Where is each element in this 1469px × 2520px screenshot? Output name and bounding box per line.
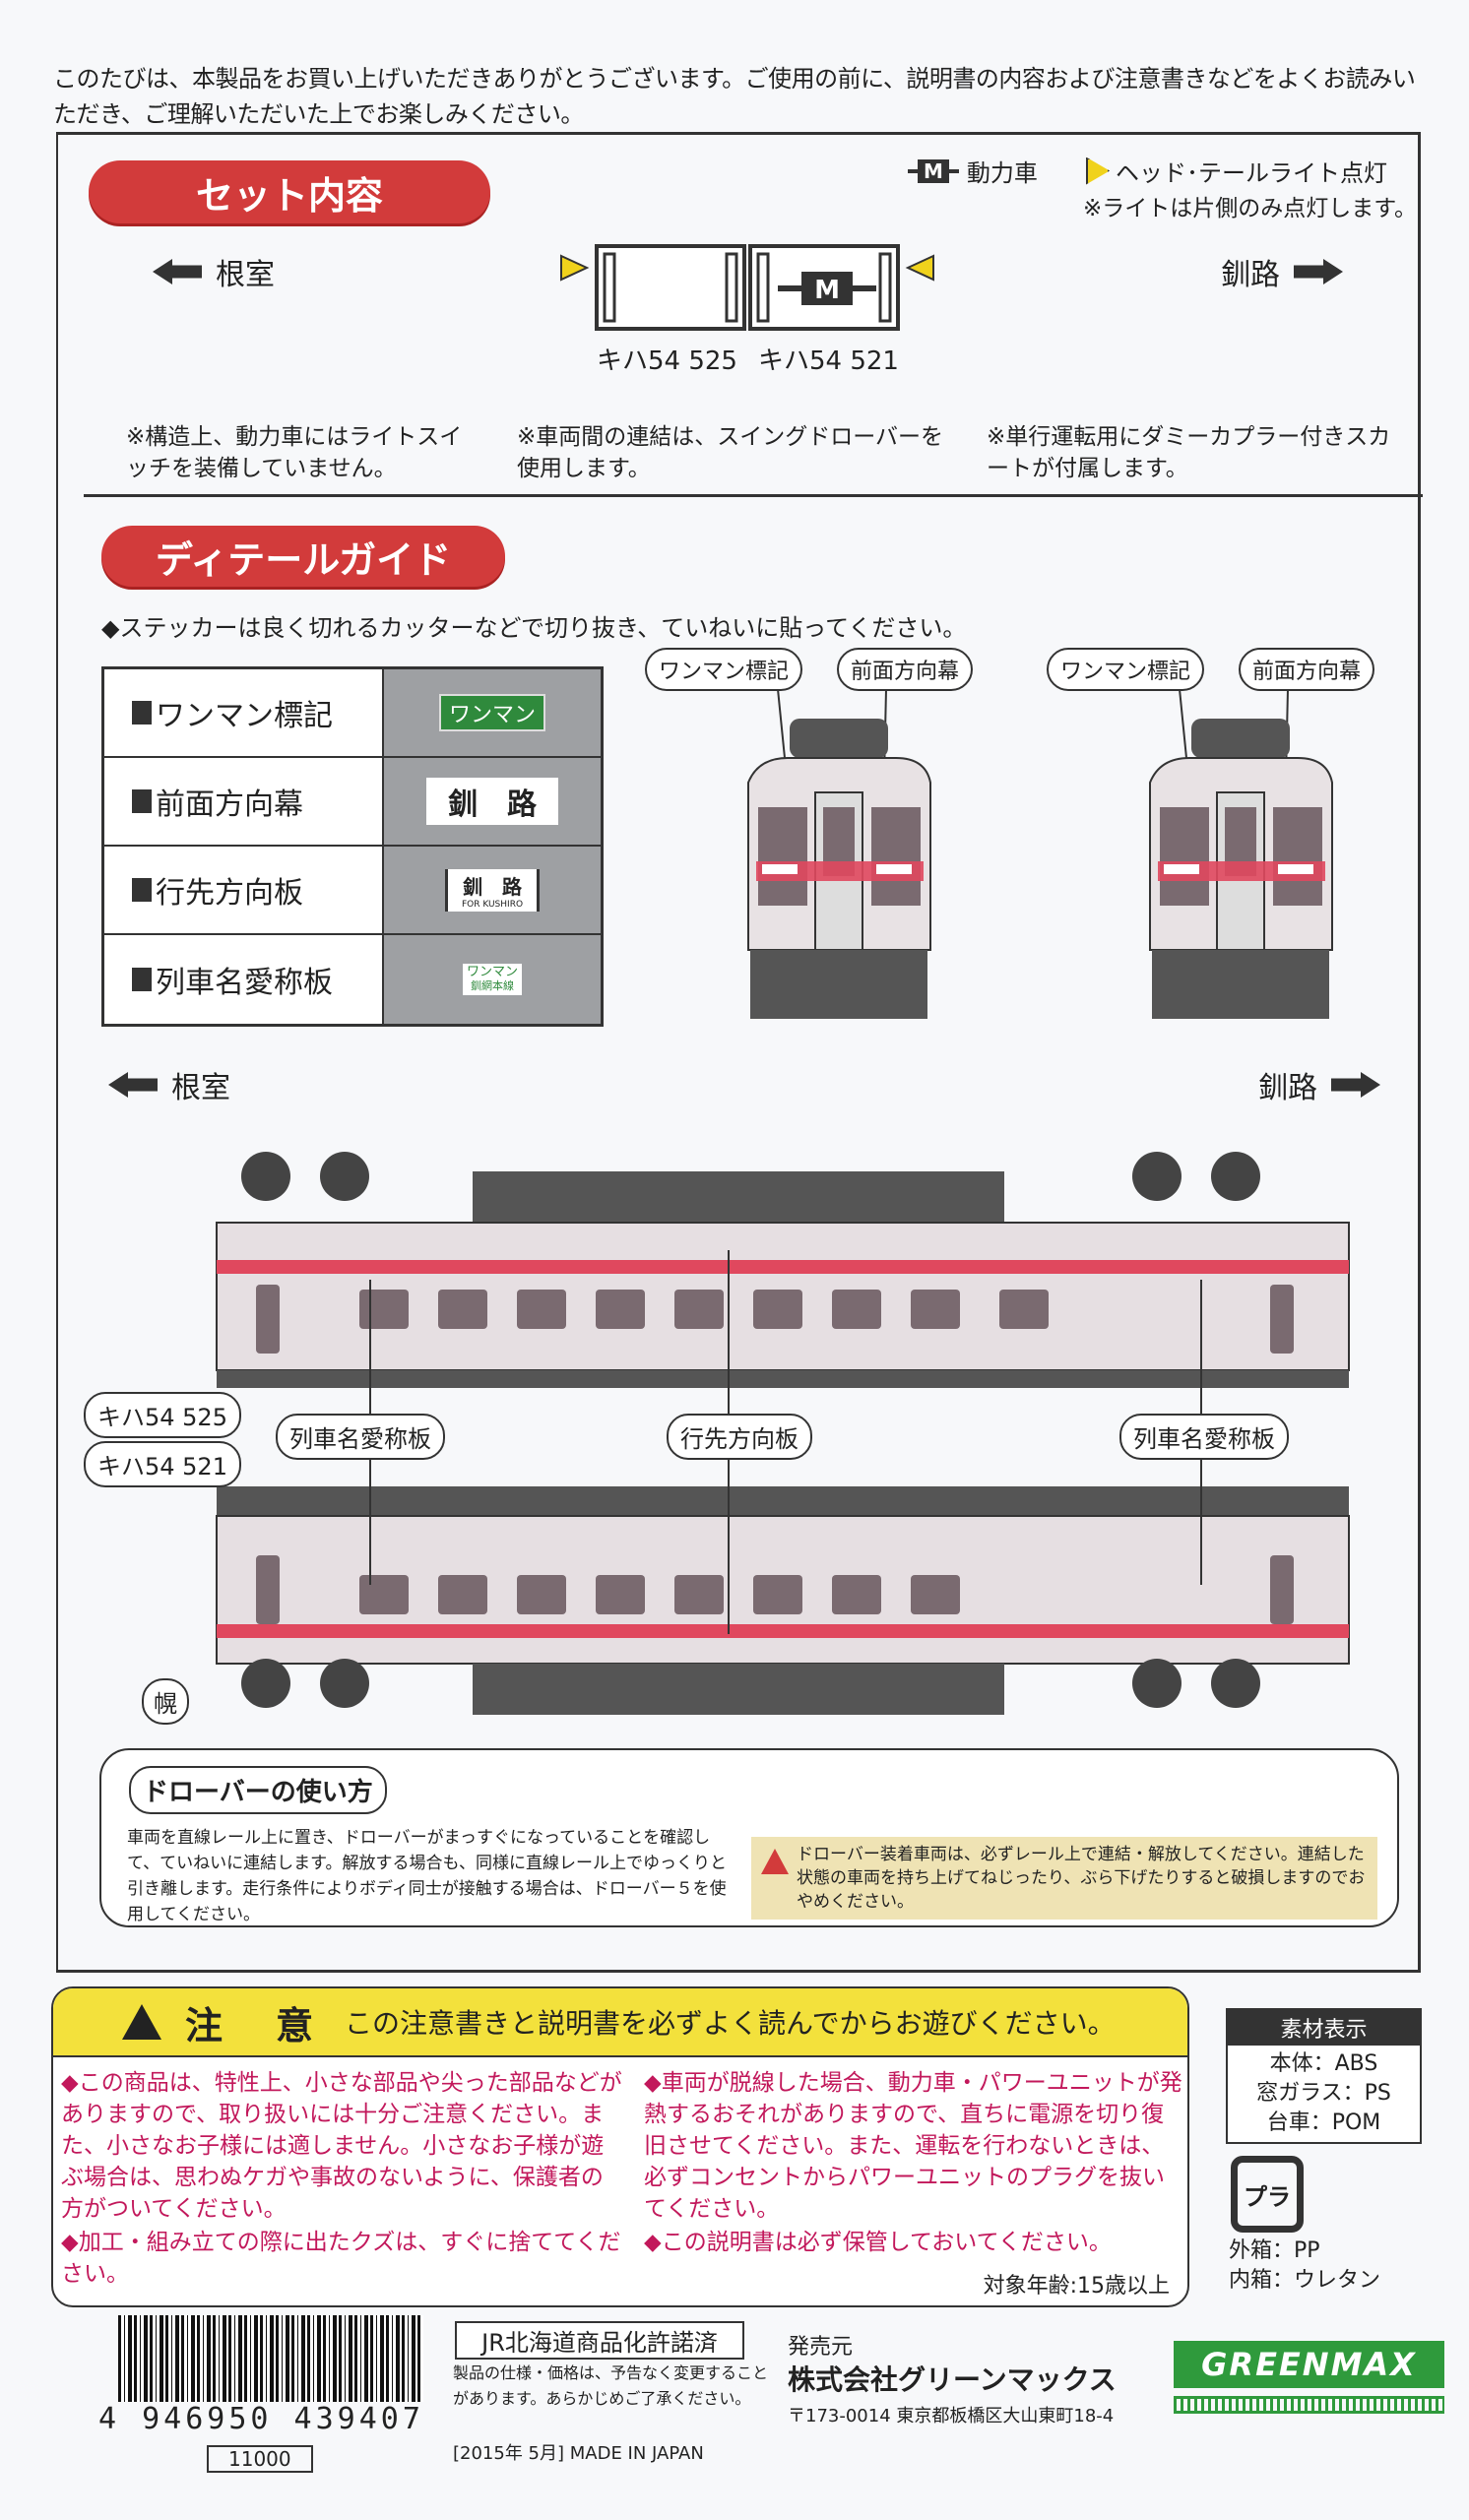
car-label-525: キハ54 525 xyxy=(84,1392,241,1438)
price-code: 11000 xyxy=(207,2445,313,2473)
target-age: 対象年齢:15歳以上 xyxy=(983,2274,1170,2299)
seller-label: 発売元 xyxy=(788,2335,854,2360)
caution-box: 注 意 この注意書きと説明書を必ずよく読んでからお遊びください。 ◆この商品は、… xyxy=(51,1986,1189,2307)
direction-left: 根室 xyxy=(153,250,275,293)
material-item: 窓ガラス：PS xyxy=(1256,2081,1391,2106)
detail-guide-title: ディテールガイド xyxy=(101,526,505,587)
callout-destination-board: 行先方向板 xyxy=(667,1414,812,1460)
car-label-521: キハ54 521 xyxy=(758,346,899,376)
sticker-wanman: ワンマン xyxy=(438,694,545,731)
materials-box: 素材表示 本体：ABS 窓ガラス：PS 台車：POM xyxy=(1226,2008,1422,2144)
license-notice: JR北海道商品化許諾済 xyxy=(455,2321,744,2360)
sticker-row: ワンマン標記ワンマン xyxy=(104,669,601,758)
side-views xyxy=(216,1152,1350,1715)
arrow-right-icon xyxy=(1331,1072,1380,1098)
drawbar-text: 車両を直線レール上に置き、ドローバーがまっすぐになっていることを確認して、ていね… xyxy=(127,1828,727,1924)
side-view-525 xyxy=(216,1152,1350,1437)
set-formation-diagram: M xyxy=(560,244,934,331)
callout-train-name-left: 列車名愛称板 xyxy=(276,1414,445,1460)
rail-track-icon xyxy=(1174,2396,1444,2414)
sticker-instruction: ◆ステッカーは良く切れるカッターなどで切り抜き、ていねいに貼ってください。 xyxy=(101,614,967,642)
car-525 xyxy=(595,244,746,331)
set-contents-title: セット内容 xyxy=(89,160,490,223)
car-label-521: キハ54 521 xyxy=(84,1441,241,1487)
svg-text:M: M xyxy=(814,276,840,305)
direction-right: 釧路 xyxy=(1258,1063,1380,1106)
legend-light: ヘッド･テールライト点灯 xyxy=(1086,154,1387,188)
materials-title: 素材表示 xyxy=(1228,2010,1420,2046)
front-view-521 xyxy=(1149,689,1333,1019)
callout-wanman: ワンマン標記 xyxy=(645,648,803,691)
material-item: 本体：ABS xyxy=(1269,2051,1378,2076)
callout-front-destination: 前面方向幕 xyxy=(837,648,974,691)
issue-date: [2015年 5月] MADE IN JAPAN xyxy=(453,2443,704,2464)
motor-icon: M xyxy=(908,158,959,183)
front-views xyxy=(747,689,1333,1019)
caution-header: 注 意 この注意書きと説明書を必ずよく読んでからお遊びください。 xyxy=(53,1988,1187,2057)
divider xyxy=(84,494,1423,497)
caution-subtitle: この注意書きと説明書を必ずよく読んでからお遊びください。 xyxy=(345,2007,1116,2040)
side-view-521 xyxy=(216,1486,1350,1715)
caution-left: ◆この商品は、特性上、小さな部品や尖った部品などがありますので、取り扱いには十分… xyxy=(61,2070,622,2287)
taillight-icon xyxy=(905,254,934,282)
drawbar-warning: ドローバー装着車両は、必ずレール上で連結・解放してください。連結した状態の車両を… xyxy=(751,1837,1377,1920)
sticker-front-destination: 釧 路 xyxy=(426,778,558,825)
barcode-number: 4 946950 439407 xyxy=(98,2402,424,2436)
car-label-525: キハ54 525 xyxy=(597,346,737,376)
callout-wanman: ワンマン標記 xyxy=(1047,648,1205,691)
sticker-train-name: ワンマン釧網本線 xyxy=(462,964,522,995)
light-label: ヘッド･テールライト点灯 xyxy=(1116,159,1387,187)
note-drawbar: ※車両間の連結は、スイングドローバーを使用します。 xyxy=(517,424,944,481)
barcode xyxy=(118,2315,423,2414)
company-name: 株式会社グリーンマックス xyxy=(788,2363,1117,2396)
sticker-row: 列車名愛称板ワンマン釧網本線 xyxy=(104,935,601,1024)
instruction-panel xyxy=(56,132,1421,1973)
front-view-525 xyxy=(747,689,931,1019)
light-note: ※ライトは片側のみ点灯します。 xyxy=(1083,196,1417,221)
arrow-left-icon xyxy=(153,259,202,284)
direction-left: 根室 xyxy=(108,1063,230,1106)
direction-right: 釧路 xyxy=(1221,250,1343,293)
caution-title: 注 意 xyxy=(185,2003,322,2048)
motor-icon xyxy=(801,272,853,305)
note-light-switch: ※構造上、動力車にはライトスイッチを装備していません。 xyxy=(126,424,463,481)
callout-front-destination: 前面方向幕 xyxy=(1239,648,1375,691)
spec-note: 製品の仕様・価格は、予告なく変更することがあります。あらかじめご了承ください。 xyxy=(453,2363,769,2408)
legend-motor: M 動力車 xyxy=(908,154,1038,188)
warning-icon xyxy=(122,2004,161,2040)
drawbar-usage-box: ドローバーの使い方 車両を直線レール上に置き、ドローバーがまっすぐになっているこ… xyxy=(99,1748,1399,1927)
greenmax-logo: GREENMAX xyxy=(1174,2341,1444,2388)
sticker-row: 前面方向幕釧 路 xyxy=(104,758,601,847)
light-triangle-icon xyxy=(1086,157,1110,185)
headlight-icon xyxy=(560,254,590,282)
material-item: 台車：POM xyxy=(1266,2110,1381,2135)
company-address: 〒173-0014 東京都板橋区大山東町18-4 xyxy=(788,2406,1115,2426)
note-dummy-coupler: ※単行運転用にダミーカプラー付きスカートが付属します。 xyxy=(987,424,1391,481)
callout-hood: 幌 xyxy=(142,1678,189,1725)
caution-right: ◆車両が脱線した場合、動力車・パワーユニットが発熱するおそれがありますので、直ち… xyxy=(644,2070,1182,2255)
drawbar-title: ドローバーの使い方 xyxy=(129,1766,387,1814)
recycle-pla-icon: プラ xyxy=(1231,2156,1304,2233)
motor-label: 動力車 xyxy=(966,159,1038,187)
warning-icon xyxy=(761,1849,789,1874)
intro-text: このたびは、本製品をお買い上げいただきありがとうございます。ご使用の前に、説明書… xyxy=(53,65,1416,128)
callout-train-name-right: 列車名愛称板 xyxy=(1119,1414,1289,1460)
arrow-left-icon xyxy=(108,1072,158,1098)
arrow-right-icon xyxy=(1294,259,1343,284)
